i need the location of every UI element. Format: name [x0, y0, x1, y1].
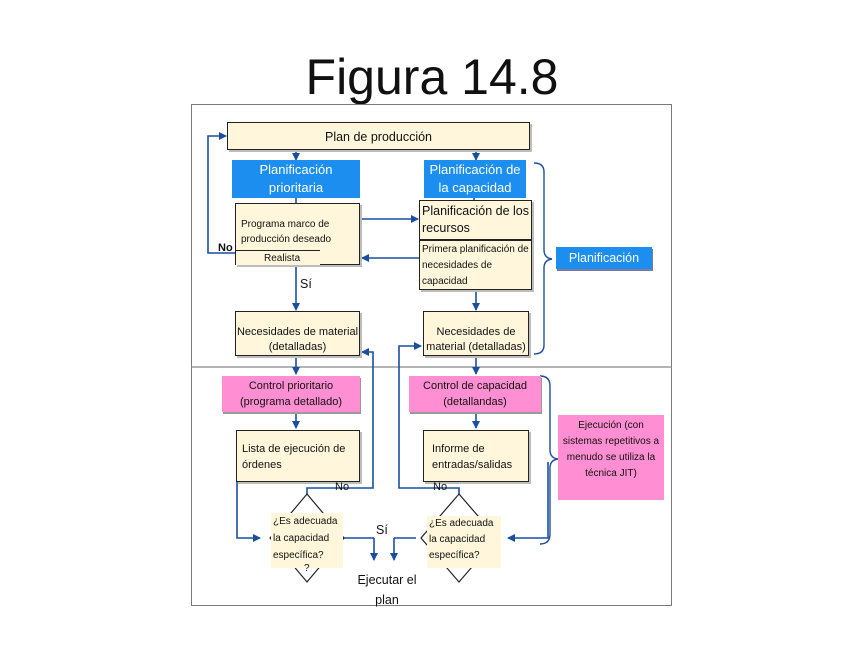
- no-label-2: No: [335, 481, 350, 493]
- plan-produccion-box: Plan de producción: [227, 122, 530, 150]
- control-capacidad-label: Control de capacidad (detallandas): [423, 380, 527, 408]
- programa-marco-label: Programa marco de producción deseado: [241, 219, 332, 245]
- realista-label: Realista: [264, 253, 301, 264]
- ejecucion-label: Ejecución (con sistemas repetitivos a me…: [562, 420, 660, 479]
- control-prioritario-label: Control prioritario (programa detallado): [239, 380, 343, 408]
- control-prioritario-box: Control prioritario (programa detallado): [222, 376, 360, 412]
- planificacion-prioritaria-box: Planificación prioritaria: [232, 160, 360, 198]
- planificacion-recursos-box: Planificación de los recursos: [419, 200, 532, 240]
- necesidades-material-izq-label: Necesidades de material (detalladas): [236, 326, 359, 353]
- ejecutar-plan-label: Ejecutar el plan: [352, 570, 422, 610]
- decision-izq-label-box: ¿Es adecuada la capacidad específica?: [271, 513, 343, 568]
- lista-ejecucion-box: Lista de ejecución de órdenes: [236, 430, 360, 482]
- planificacion-label: Planificación: [568, 251, 640, 265]
- planificacion-recursos-label: Planificación de los recursos: [422, 204, 530, 235]
- primera-planificacion-label: Primera planificación de necesidades de …: [422, 244, 529, 287]
- necesidades-material-der-label: Necesidades de material (detalladas): [426, 326, 526, 353]
- si-label-1: Sí: [300, 277, 312, 291]
- decision-izq-label: ¿Es adecuada la capacidad específica?: [273, 516, 338, 561]
- planificacion-capacidad-label: Planificación de la capacidad: [429, 162, 521, 195]
- lista-ejecucion-label: Lista de ejecución de órdenes: [242, 443, 346, 471]
- control-capacidad-box: Control de capacidad (detallandas): [409, 376, 541, 412]
- ejecucion-box: Ejecución (con sistemas repetitivos a me…: [558, 415, 664, 500]
- informe-entradas-box: Informe de entradas/salidas: [423, 430, 529, 482]
- plan-produccion-label: Plan de producción: [324, 130, 433, 144]
- necesidades-material-izq-box: Necesidades de material (detalladas): [235, 311, 360, 356]
- planificacion-badge: Planificación: [556, 247, 652, 269]
- ejecutar-plan-text: Ejecutar el plan: [357, 573, 417, 607]
- informe-entradas-label: Informe de entradas/salidas: [432, 443, 513, 471]
- decision-der-label-box: ¿Es adecuada la capacidad específica?: [427, 516, 501, 568]
- necesidades-material-der-box: Necesidades de material (detalladas): [423, 311, 529, 356]
- decision-der-label: ¿Es adecuada la capacidad específica?: [429, 518, 494, 561]
- page-title: Figura 14.8: [305, 49, 559, 105]
- primera-planificacion-box: Primera planificación de necesidades de …: [419, 240, 532, 290]
- no-label-3: No: [433, 481, 448, 493]
- planificacion-prioritaria-label: Planificación prioritaria: [259, 162, 333, 195]
- si-label-2: Sí: [376, 523, 388, 537]
- interrogacion-label: ?: [304, 563, 310, 574]
- planificacion-capacidad-box: Planificación de la capacidad: [424, 160, 526, 198]
- realista-box: Realista: [236, 250, 320, 265]
- no-label-1: No: [218, 242, 233, 254]
